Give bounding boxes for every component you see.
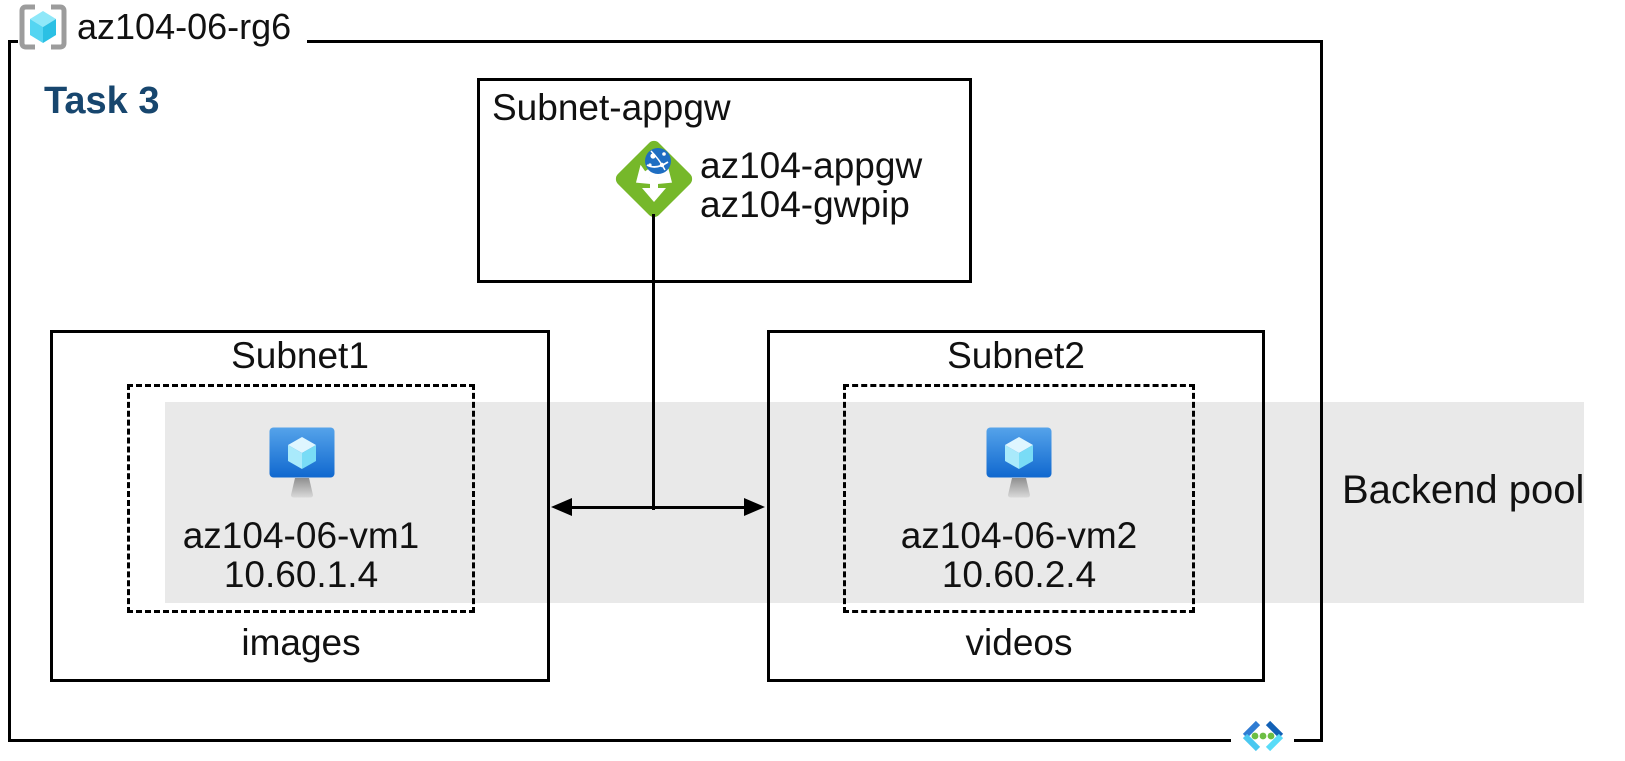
- task-label: Task 3: [44, 80, 160, 122]
- arrowhead-left: [551, 498, 572, 516]
- subnet1-pool-member-label: images: [241, 622, 361, 663]
- resource-group-header: az104-06-rg6: [18, 3, 308, 51]
- subnet1-title: Subnet1: [231, 335, 369, 376]
- subnet2-backend-dashed-box: [843, 384, 1195, 613]
- application-gateway-icon: [609, 132, 699, 222]
- subnet2-pool-member-label: videos: [965, 622, 1073, 663]
- virtual-machine-icon: [985, 426, 1053, 502]
- subnet1-backend-dashed-box: [127, 384, 475, 613]
- subnet-appgw-title: Subnet-appgw: [492, 87, 731, 128]
- vm1-labels: az104-06-vm1 10.60.1.4: [127, 516, 475, 594]
- subnet1-box: [50, 330, 550, 682]
- vm1-name: az104-06-vm1: [182, 515, 420, 556]
- vm2-labels: az104-06-vm2 10.60.2.4: [843, 516, 1195, 594]
- appgw-connector-line: [652, 214, 655, 510]
- subnet2-box: [767, 330, 1265, 682]
- vm1-ip: 10.60.1.4: [223, 554, 379, 595]
- vm2-name: az104-06-vm2: [900, 515, 1138, 556]
- virtual-machine-icon: [268, 426, 336, 502]
- arrowhead-right: [744, 498, 765, 516]
- resource-group-box: [8, 40, 1323, 742]
- appgw-labels: az104-appgw az104-gwpip: [700, 146, 922, 224]
- appgw-public-ip-name: az104-gwpip: [700, 184, 910, 225]
- subnet2-title: Subnet2: [947, 335, 1085, 376]
- resource-group-name: az104-06-rg6: [77, 6, 292, 47]
- backend-pool-label: Backend pool: [1342, 468, 1585, 512]
- resource-group-icon: [18, 4, 68, 50]
- vm2-ip: 10.60.2.4: [941, 554, 1097, 595]
- appgw-name: az104-appgw: [700, 145, 923, 186]
- subnet-appgw-box: [477, 78, 972, 283]
- backend-pool-band: [165, 402, 1584, 603]
- subnet-arrow-shaft: [566, 506, 752, 509]
- virtual-network-icon: [1231, 712, 1294, 759]
